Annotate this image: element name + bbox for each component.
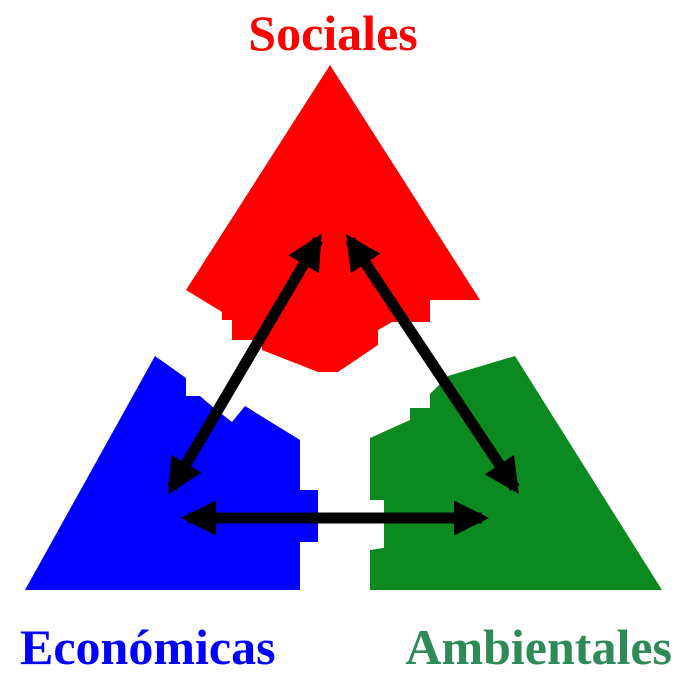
label-sociales: Sociales: [248, 5, 418, 61]
economicas-piece: [25, 356, 318, 590]
ambientales-piece: [370, 356, 662, 590]
label-economicas: Económicas: [20, 619, 276, 675]
sociales-piece: [186, 65, 480, 372]
arrow-sociales-economicas: [167, 233, 323, 495]
arrow-sociales-ambientales: [345, 234, 520, 494]
label-ambientales: Ambientales: [405, 619, 672, 675]
